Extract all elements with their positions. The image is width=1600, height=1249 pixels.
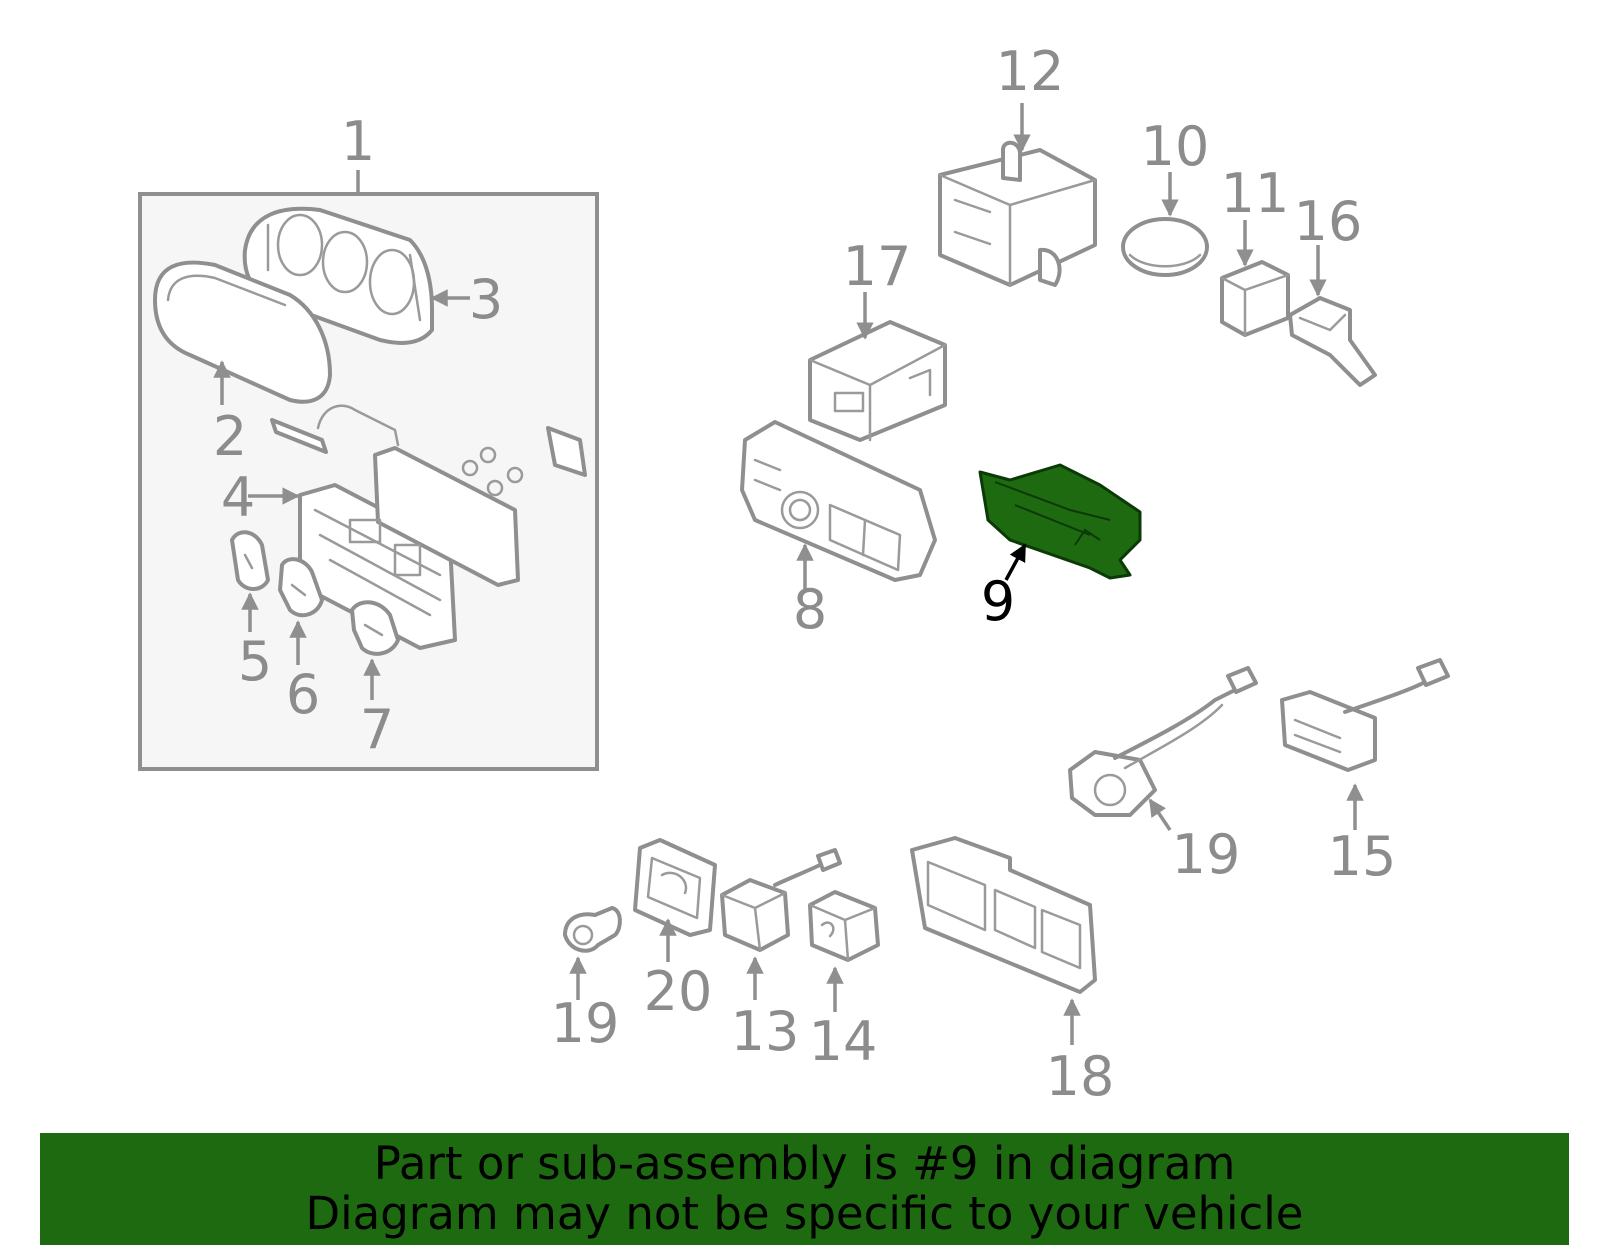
part-15-switch-harness[interactable] [1280, 658, 1450, 772]
label-15: 15 [1328, 825, 1397, 888]
label-11: 11 [1221, 162, 1290, 225]
label-12: 12 [996, 40, 1065, 103]
part-8-climate-control-panel[interactable] [740, 420, 937, 582]
leader-line-9 [1004, 543, 1027, 581]
part-11-switch[interactable] [1220, 260, 1290, 337]
part-14-switch[interactable] [808, 890, 880, 962]
part-3-cluster-housing[interactable] [242, 206, 434, 345]
label-4: 4 [221, 466, 255, 529]
label-14: 14 [809, 1010, 878, 1073]
label-9: 9 [981, 570, 1015, 633]
label-7: 7 [360, 698, 394, 761]
part-2-cluster-lens[interactable] [153, 260, 332, 404]
label-8: 8 [793, 578, 827, 641]
instrument-cluster-group: 1 3 2 [138, 110, 599, 771]
label-20: 20 [644, 960, 713, 1023]
label-19-right: 19 [1172, 823, 1241, 886]
label-19-left: 19 [551, 992, 620, 1055]
part-18-switch-bezel[interactable] [910, 836, 1097, 994]
part-4-printed-circuit[interactable] [298, 446, 520, 650]
banner-line-1: Part or sub-assembly is #9 in diagram [373, 1137, 1236, 1190]
label-2: 2 [213, 405, 247, 468]
part-13-switch-harness[interactable] [720, 848, 842, 952]
label-13: 13 [731, 1000, 800, 1063]
label-18: 18 [1046, 1045, 1115, 1108]
part-16-switch[interactable] [1288, 296, 1377, 387]
part-12-switch-module[interactable] [938, 140, 1097, 287]
part-10-cap[interactable] [1121, 217, 1209, 277]
label-5: 5 [238, 630, 272, 693]
part-5-gauge[interactable] [230, 530, 270, 591]
label-16: 16 [1294, 190, 1363, 253]
part-7-gauge[interactable] [350, 600, 400, 656]
leader-line-19-right [1148, 798, 1172, 831]
banner-line-2: Diagram may not be specific to your vehi… [305, 1187, 1304, 1240]
part-6-gauge[interactable] [278, 557, 324, 618]
label-1: 1 [341, 110, 375, 173]
label-6: 6 [286, 663, 320, 726]
label-17: 17 [843, 235, 912, 298]
label-3: 3 [469, 268, 503, 331]
part-19-switch-harness[interactable] [1068, 666, 1258, 817]
part-cluster-small-parts [270, 404, 587, 504]
part-17-control-unit[interactable] [808, 320, 947, 442]
part-19-knob[interactable] [563, 906, 622, 953]
part-9-highlighted-switch[interactable] [978, 463, 1142, 580]
label-10: 10 [1141, 115, 1210, 178]
info-banner: Part or sub-assembly is #9 in diagram Di… [40, 1133, 1569, 1245]
part-20-bezel[interactable] [633, 838, 717, 937]
